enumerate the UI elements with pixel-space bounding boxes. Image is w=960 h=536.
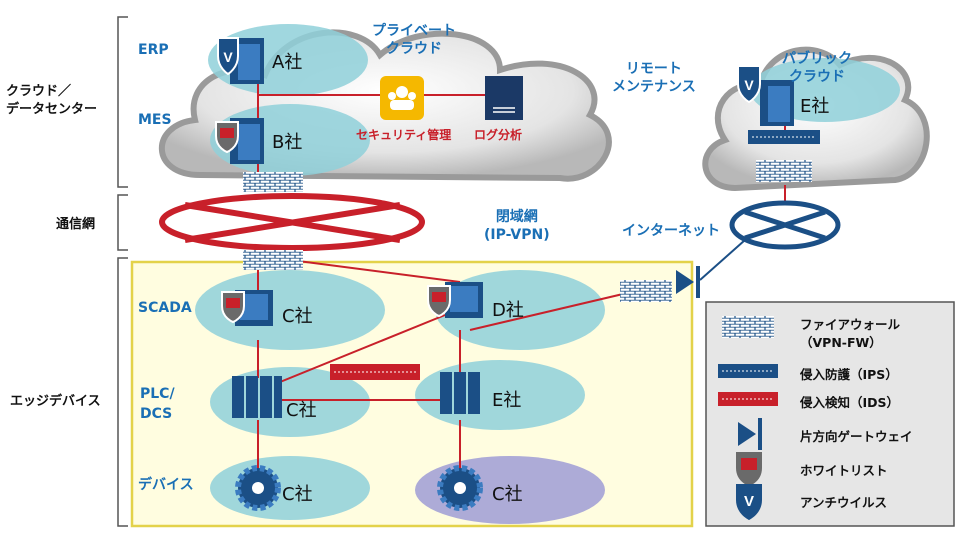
closed-network	[159, 193, 425, 251]
log-analysis-label: ログ分析	[474, 128, 523, 142]
security-mgmt-icon	[380, 76, 424, 120]
remote-maintenance-label: リモート メンテナンス	[612, 61, 696, 95]
scada-d-icon	[427, 282, 483, 318]
company-c-device2: C社	[492, 484, 523, 505]
bracket-cloud	[117, 16, 128, 527]
company-e-cloud: E社	[800, 96, 830, 117]
company-e-plc: E社	[492, 390, 522, 411]
internet-network	[729, 200, 841, 250]
legend-firewall-icon	[722, 316, 774, 338]
closed-network-label: 閉域網 (IP-VPN)	[484, 209, 550, 243]
svg-text:V: V	[744, 493, 754, 510]
company-c-scada: C社	[282, 306, 313, 327]
server-a-icon: V	[217, 37, 264, 84]
legend-label-gateway: 片方向ゲートウェイ	[800, 429, 913, 444]
layer-scada: SCADA	[138, 300, 192, 316]
firewall-icon	[620, 280, 672, 302]
ips-icon	[748, 130, 820, 144]
company-c-device1: C社	[282, 484, 313, 505]
private-cloud-label: プライベート クラウド	[372, 23, 456, 57]
legend-label-firewall: ファイアウォール （VPN-FW）	[800, 317, 901, 350]
plc-c-icon	[232, 376, 282, 418]
firewall-icon	[243, 250, 303, 270]
ids-icon	[330, 364, 420, 380]
company-a: A社	[272, 52, 303, 73]
plc-e-icon	[440, 372, 480, 414]
public-cloud-label: パブリック クラウド	[782, 51, 852, 85]
legend-gateway-icon	[738, 418, 762, 450]
legend-label-ids: 侵入検知（IDS）	[800, 395, 900, 410]
one-way-gateway-icon	[676, 266, 700, 298]
legend-label-ips: 侵入防護（IPS）	[800, 367, 898, 382]
internet-label: インターネット	[622, 223, 720, 239]
legend-whitelist-icon	[736, 452, 762, 486]
legend: V	[705, 301, 955, 527]
security-mgmt-label: セキュリティ管理	[356, 128, 452, 142]
firewall-icon	[243, 172, 303, 192]
svg-text:V: V	[223, 49, 233, 65]
connection-lines	[257, 80, 641, 470]
company-d: D社	[492, 300, 524, 321]
layer-plc: PLC/ DCS	[140, 386, 175, 422]
device-c1-gear-icon	[235, 465, 281, 511]
label-network: 通信網	[56, 217, 96, 232]
legend-antivirus-icon: V	[736, 484, 762, 520]
label-edge: エッジデバイス	[10, 394, 101, 409]
log-analysis-icon	[485, 76, 523, 120]
scada-c-icon	[221, 290, 273, 326]
server-e-icon: V	[737, 65, 794, 126]
legend-ips-icon	[718, 364, 778, 378]
company-c-plc: C社	[286, 400, 317, 421]
svg-text:V: V	[744, 77, 754, 93]
server-b-icon	[215, 118, 264, 164]
layer-mes: MES	[138, 112, 172, 128]
layer-device: デバイス	[138, 477, 194, 493]
legend-label-antivirus: アンチウイルス	[800, 495, 888, 510]
legend-label-whitelist: ホワイトリスト	[800, 463, 888, 478]
legend-ids-icon	[718, 392, 778, 406]
company-b: B社	[272, 132, 303, 153]
label-cloud-dc: クラウド／ データセンター	[6, 84, 98, 117]
layer-erp: ERP	[138, 42, 169, 58]
device-c2-gear-icon	[437, 465, 483, 511]
firewall-icon	[756, 160, 812, 182]
internet-link	[699, 239, 746, 281]
